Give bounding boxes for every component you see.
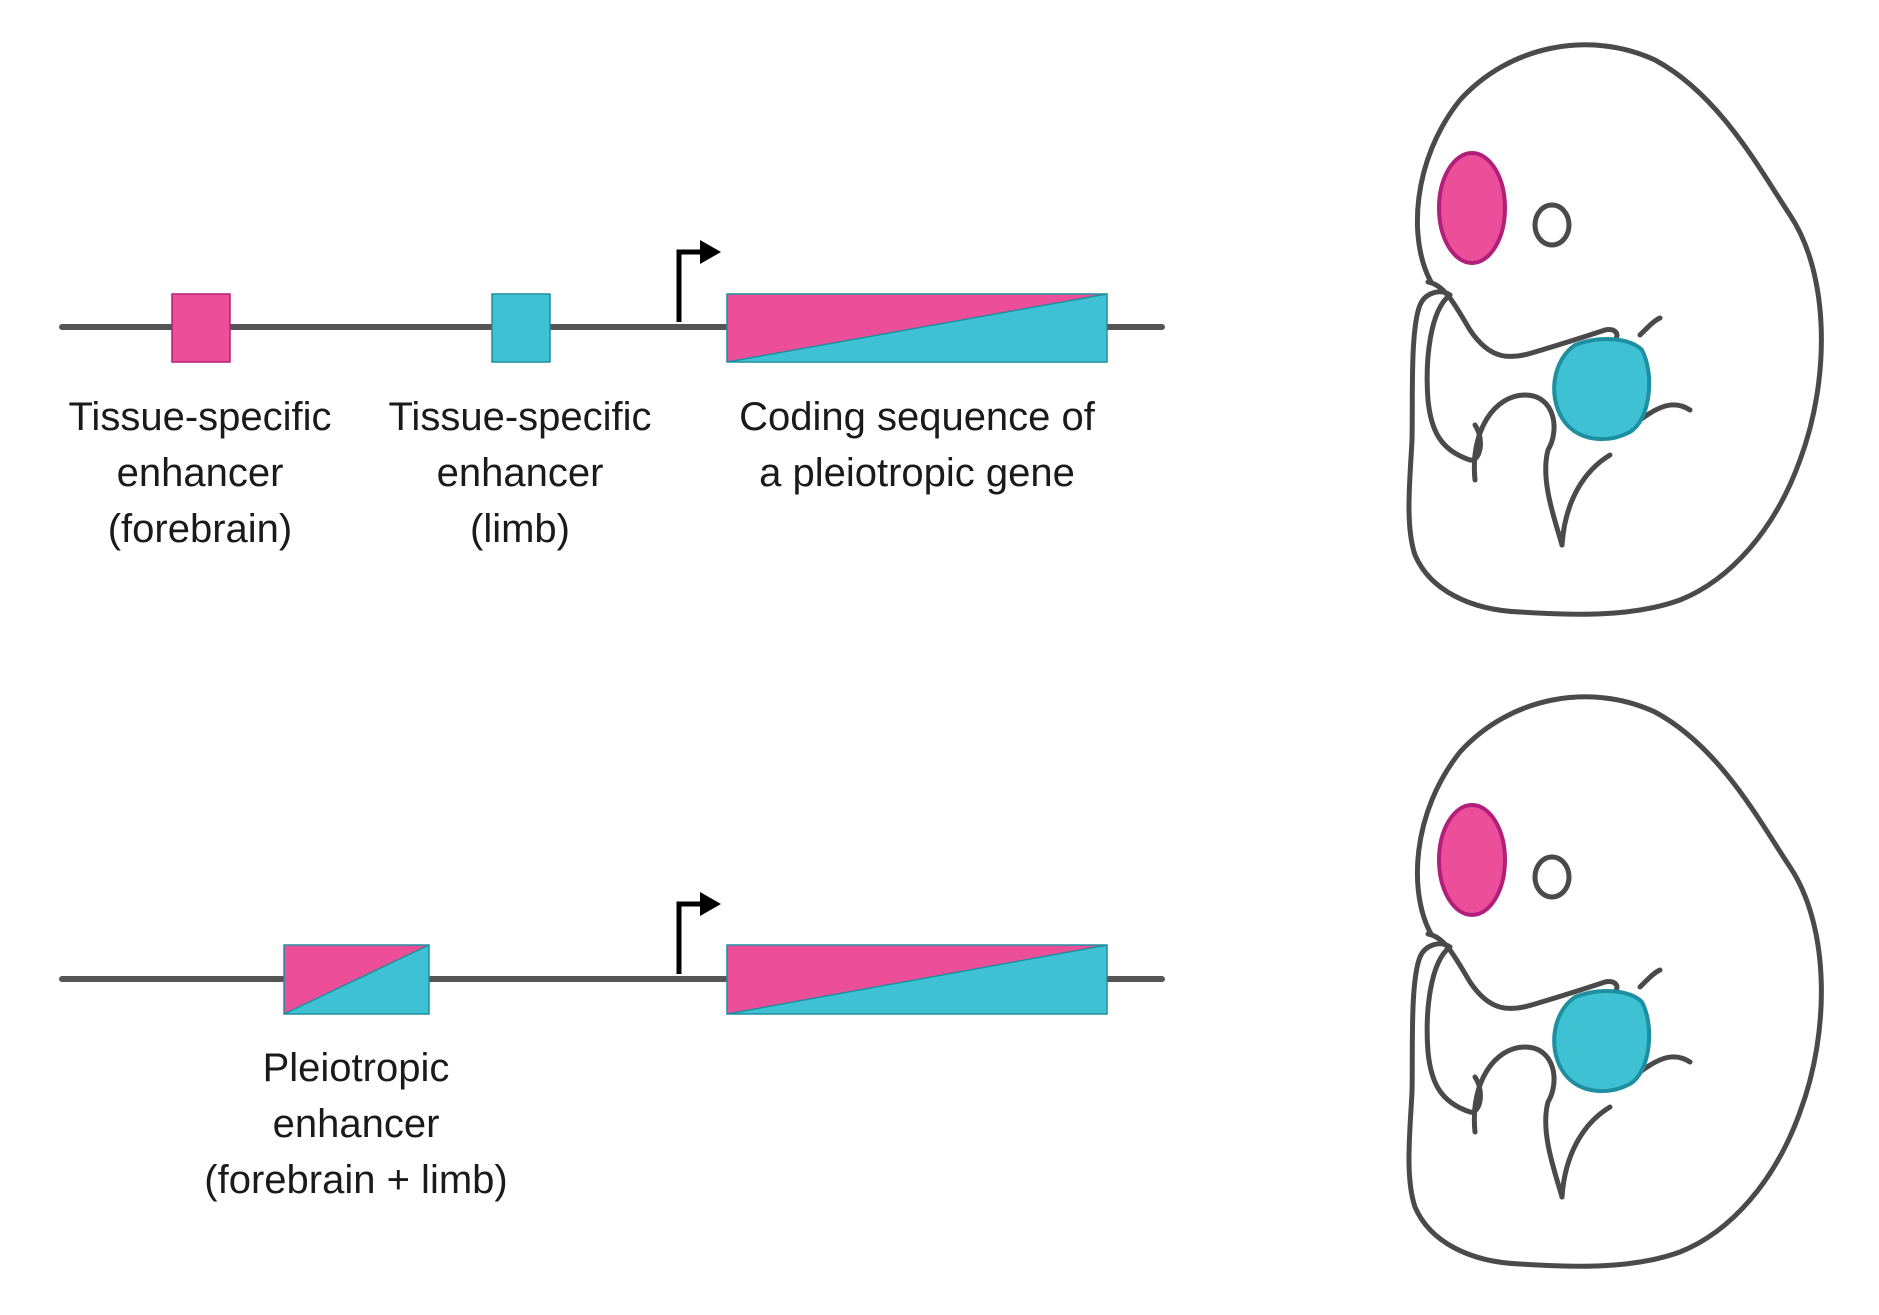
limb-enhancer-label: Tissue-specific enhancer (limb) — [375, 389, 665, 557]
label-line: Tissue-specific — [388, 395, 652, 439]
label-line: Coding sequence of — [739, 395, 1095, 439]
label-line: Tissue-specific — [68, 395, 332, 439]
embryo-icon — [1406, 42, 1824, 617]
label-line: (forebrain + limb) — [204, 1158, 508, 1202]
embryo-limb-tail — [1637, 1054, 1693, 1075]
embryo-eye — [1532, 202, 1572, 248]
forebrain-region — [1437, 151, 1507, 265]
coding-sequence-label: Coding sequence of a pleiotropic gene — [710, 389, 1124, 501]
embryo-leg-line — [1559, 1104, 1613, 1200]
embryo-icon — [1260, 44, 1821, 615]
label-line: enhancer — [116, 451, 284, 495]
forebrain-region — [1437, 803, 1507, 917]
embryo-limb-tip — [1637, 967, 1663, 990]
label-line: enhancer — [272, 1102, 440, 1146]
promoter-arrow-icon — [676, 240, 721, 322]
embryo-face-curve — [1425, 931, 1620, 1011]
embryo-eye — [1532, 854, 1572, 900]
forebrain-enhancer-label: Tissue-specific enhancer (forebrain) — [55, 389, 345, 557]
embryo-outline — [1406, 42, 1824, 617]
embryo-lower-arch — [1471, 1044, 1565, 1200]
embryo-lower-arch — [1471, 392, 1565, 548]
embryo-limb-tail — [1637, 402, 1693, 423]
limb-enhancer-box — [491, 293, 551, 363]
coding-sequence-box — [726, 944, 1108, 1015]
forebrain-enhancer-box — [171, 293, 231, 363]
bottom-construct — [59, 892, 1165, 1015]
embryo-face-curve — [1425, 279, 1620, 359]
promoter-arrow-icon — [676, 892, 721, 974]
label-line: a pleiotropic gene — [759, 451, 1075, 495]
embryo-tail-fold — [1424, 292, 1483, 463]
top-construct — [59, 240, 1165, 363]
label-line: enhancer — [436, 451, 604, 495]
embryo-tail-fold — [1424, 944, 1483, 1115]
limb-region — [1552, 989, 1652, 1094]
embryo-outline — [1406, 694, 1824, 1269]
embryo-leg-line — [1559, 452, 1613, 548]
embryo-icon — [1406, 694, 1824, 1269]
label-line: (limb) — [470, 507, 570, 551]
label-line: Pleiotropic — [262, 1046, 450, 1090]
embryo-limb-tip — [1637, 315, 1663, 338]
coding-sequence-box — [726, 293, 1108, 363]
pleiotropic-enhancer-label: Pleiotropic enhancer (forebrain + limb) — [176, 1040, 536, 1208]
limb-region — [1552, 337, 1652, 442]
label-line: (forebrain) — [107, 507, 293, 551]
pleiotropic-enhancer-box — [283, 944, 430, 1015]
